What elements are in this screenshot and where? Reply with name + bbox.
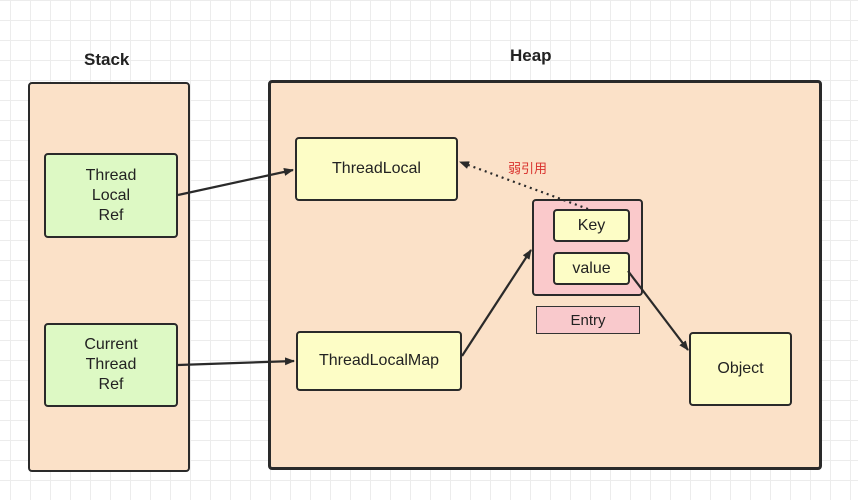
stack-title: Stack bbox=[84, 50, 130, 69]
entry-value-box: value bbox=[553, 252, 630, 285]
arrow-key-to-threadlocal-weak bbox=[459, 160, 589, 211]
thread-local-box: ThreadLocal bbox=[295, 137, 458, 201]
weak-reference-label: 弱引用 bbox=[508, 162, 548, 177]
entry-label: Entry bbox=[536, 306, 640, 334]
arrow-currentthreadref-to-threadlocalmap bbox=[177, 357, 295, 367]
entry-key-box: Key bbox=[553, 209, 630, 242]
thread-local-map-box: ThreadLocalMap bbox=[296, 331, 462, 391]
arrow-value-to-object bbox=[627, 270, 689, 351]
arrow-threadlocalmap-to-entry bbox=[461, 249, 532, 357]
arrow-threadlocalref-to-threadlocal bbox=[177, 168, 294, 197]
current-thread-ref-box: Current Thread Ref bbox=[44, 323, 178, 407]
heap-title: Heap bbox=[510, 46, 552, 65]
thread-local-ref-box: Thread Local Ref bbox=[44, 153, 178, 238]
object-box: Object bbox=[689, 332, 792, 406]
stack-region bbox=[28, 82, 190, 472]
